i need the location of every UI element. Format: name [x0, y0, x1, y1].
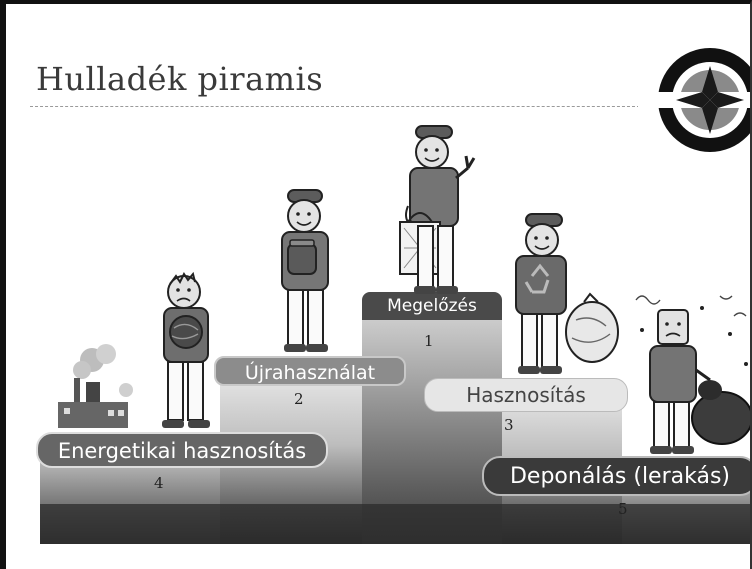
rank-number-2: 2	[294, 390, 304, 408]
rank-number-5: 5	[618, 500, 628, 518]
person-worried-figure	[162, 271, 210, 428]
factory-icon	[58, 344, 133, 428]
compass-logo-icon	[638, 48, 750, 152]
step-label-2: Újrahasználat	[214, 356, 406, 386]
person-reuse-figure	[281, 189, 329, 352]
person-landfill-figure	[635, 295, 750, 454]
step-label-1: Megelőzés	[362, 292, 502, 320]
step-label-4: Energetikai hasznosítás	[36, 432, 328, 468]
title-divider	[30, 106, 640, 107]
rank-number-4: 4	[154, 474, 164, 492]
rank-number-1: 1	[424, 332, 434, 350]
slide-title: Hulladék piramis	[36, 60, 324, 98]
person-recycling-figure	[515, 213, 619, 374]
rank-number-3: 3	[504, 416, 514, 434]
podium-base	[40, 504, 750, 544]
recycle-icon	[524, 263, 550, 294]
step-label-5: Deponálás (lerakás)	[482, 456, 750, 496]
step-label-3: Hasznosítás	[424, 378, 628, 412]
person-prevention-figure	[399, 125, 476, 294]
